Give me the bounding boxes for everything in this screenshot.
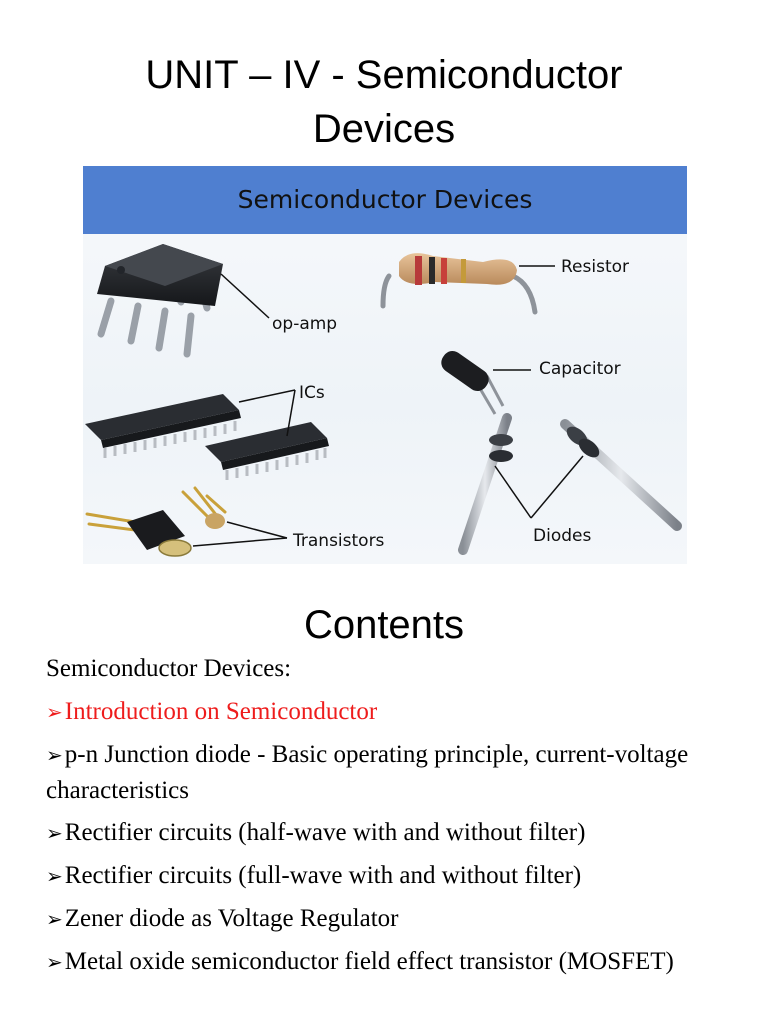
diode-leader-line-1 xyxy=(494,465,532,519)
diode-components xyxy=(458,413,682,555)
ic-chip-large xyxy=(85,394,241,458)
contents-heading: Contents xyxy=(303,603,465,647)
capacitor-label: Capacitor xyxy=(539,359,621,379)
contents-item-text: Introduction on Semiconductor xyxy=(64,698,378,725)
slide-title: UNIT – IV - Semiconductor Devices xyxy=(0,48,768,156)
resistor-component xyxy=(380,253,538,315)
ic-leader-line-2 xyxy=(286,389,296,437)
ic-chip-small xyxy=(205,422,329,480)
ics-label: ICs xyxy=(299,383,325,403)
arrow-bullet-icon: ➢ xyxy=(46,864,63,888)
slide-title-line-2: Devices xyxy=(312,107,456,151)
contents-item-mosfet: ➢Metal oxide semiconductor field effect … xyxy=(46,944,746,980)
contents-item-text: Rectifier circuits (half-wave with and w… xyxy=(64,819,586,846)
contents-item-half-wave: ➢Rectifier circuits (half-wave with and … xyxy=(46,815,746,851)
capacitor-component xyxy=(441,351,505,415)
arrow-bullet-icon: ➢ xyxy=(46,907,63,931)
contents-item-full-wave: ➢Rectifier circuits (full-wave with and … xyxy=(46,858,746,894)
transistors-label: Transistors xyxy=(292,531,385,551)
arrow-bullet-icon: ➢ xyxy=(46,821,63,845)
contents-item-text: Zener diode as Voltage Regulator xyxy=(64,905,399,932)
transistor-leader-line-2 xyxy=(192,537,288,547)
contents-item-pn-junction: ➢p-n Junction diode - Basic operating pr… xyxy=(46,737,746,808)
transistor-components xyxy=(85,486,227,557)
arrow-bullet-icon: ➢ xyxy=(46,700,63,724)
arrow-bullet-icon: ➢ xyxy=(46,950,63,974)
contents-item-zener: ➢Zener diode as Voltage Regulator xyxy=(46,901,746,937)
semiconductor-devices-figure: Semiconductor Devices xyxy=(83,166,687,564)
arrow-bullet-icon: ➢ xyxy=(46,743,63,767)
devices-illustration: op-amp Resistor Capacitor xyxy=(85,244,682,557)
ic-leader-line-1 xyxy=(238,389,296,403)
contents-item-text: Rectifier circuits (full-wave with and w… xyxy=(64,862,582,889)
contents-item-introduction: ➢Introduction on Semiconductor xyxy=(46,694,746,730)
contents-item-text: Metal oxide semiconductor field effect t… xyxy=(64,948,674,975)
diodes-label: Diodes xyxy=(533,526,591,546)
op-amp-leader-line xyxy=(220,273,270,319)
slide-title-line-1: UNIT – IV - Semiconductor xyxy=(145,53,623,97)
contents-intro: Semiconductor Devices: xyxy=(46,655,292,682)
contents-item-text: p-n Junction diode - Basic operating pri… xyxy=(46,741,689,804)
op-amp-label: op-amp xyxy=(272,314,337,334)
op-amp-chip xyxy=(97,244,223,358)
diode-leader-line-2 xyxy=(530,455,584,519)
transistor-leader-line-1 xyxy=(226,521,288,539)
resistor-label: Resistor xyxy=(561,257,629,277)
figure-header: Semiconductor Devices xyxy=(83,166,687,234)
contents-list: ➢Introduction on Semiconductor ➢p-n Junc… xyxy=(46,694,746,987)
